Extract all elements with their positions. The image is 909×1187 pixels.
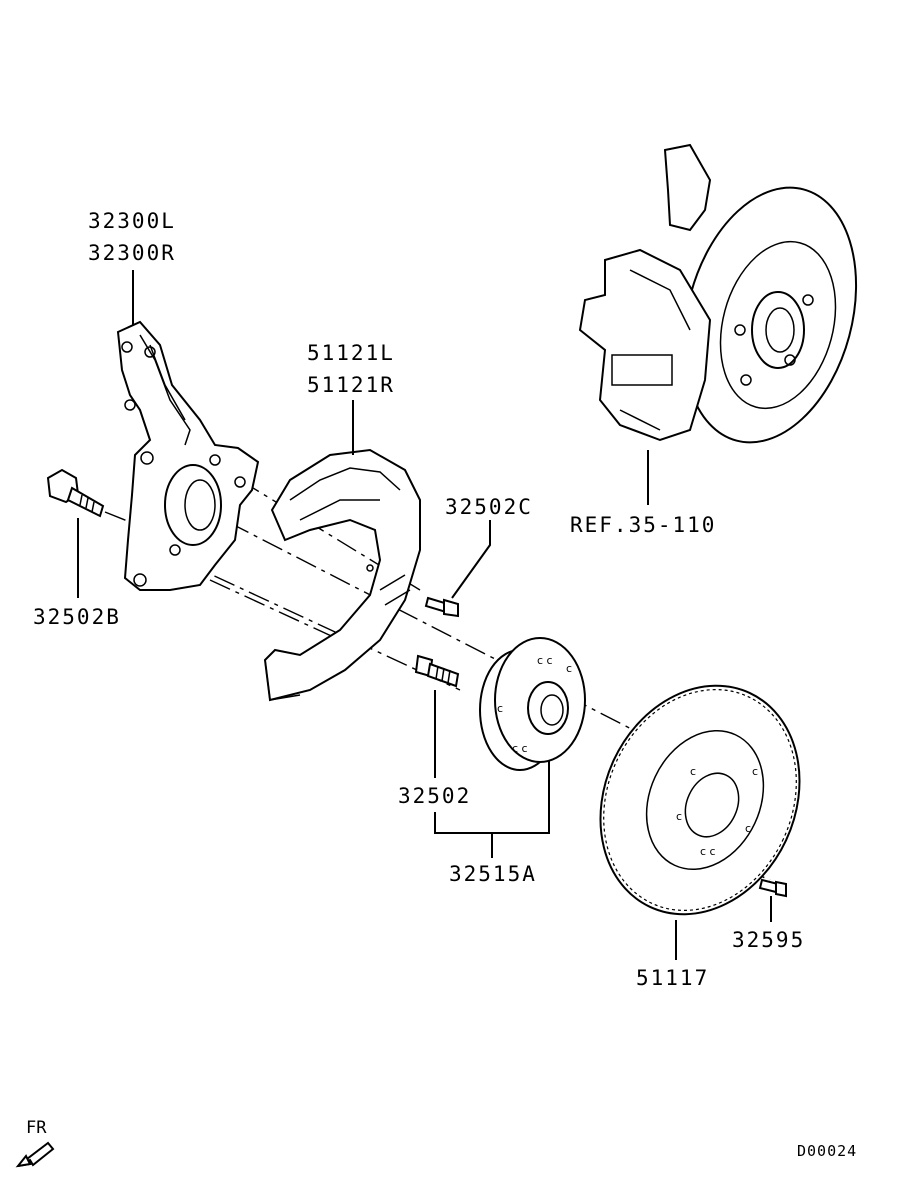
label-51121r: 51121R bbox=[307, 373, 395, 397]
caliper-reference-assembly bbox=[578, 143, 858, 444]
label-fr: FR bbox=[26, 1118, 47, 1138]
dust-cover bbox=[263, 448, 421, 702]
svg-text:c: c bbox=[745, 822, 751, 835]
svg-text:c: c bbox=[497, 702, 503, 715]
leader-lines bbox=[77, 270, 772, 960]
label-32300r: 32300R bbox=[88, 241, 176, 265]
front-direction-arrow-icon bbox=[15, 1141, 55, 1168]
svg-text:c: c bbox=[566, 662, 572, 675]
label-51121l: 51121L bbox=[307, 341, 395, 365]
screw-32595 bbox=[758, 878, 787, 898]
brake-rotor: c c c c c c bbox=[599, 684, 801, 916]
svg-text:c: c bbox=[690, 765, 696, 778]
svg-text:c: c bbox=[752, 765, 758, 778]
label-32502: 32502 bbox=[398, 784, 472, 808]
svg-text:c c: c c bbox=[512, 742, 528, 755]
steering-knuckle bbox=[116, 320, 260, 591]
diagram-code: D00024 bbox=[797, 1142, 858, 1160]
label-51117: 51117 bbox=[636, 966, 710, 990]
label-32502b: 32502B bbox=[33, 605, 121, 629]
hub-assembly: c c c c c c bbox=[479, 637, 586, 771]
svg-text:c: c bbox=[676, 810, 682, 823]
bolt-32502c bbox=[424, 596, 459, 618]
label-32595: 32595 bbox=[732, 928, 806, 952]
label-32502c: 32502C bbox=[445, 495, 533, 519]
svg-text:c c: c c bbox=[537, 654, 553, 667]
label-32515a: 32515A bbox=[449, 862, 537, 886]
label-32300l: 32300L bbox=[88, 209, 176, 233]
label-ref-35-110: REF.35-110 bbox=[570, 513, 717, 537]
svg-text:c c: c c bbox=[700, 845, 716, 858]
hub-bolt-32502 bbox=[414, 654, 460, 688]
bolt-32502b bbox=[46, 468, 105, 518]
